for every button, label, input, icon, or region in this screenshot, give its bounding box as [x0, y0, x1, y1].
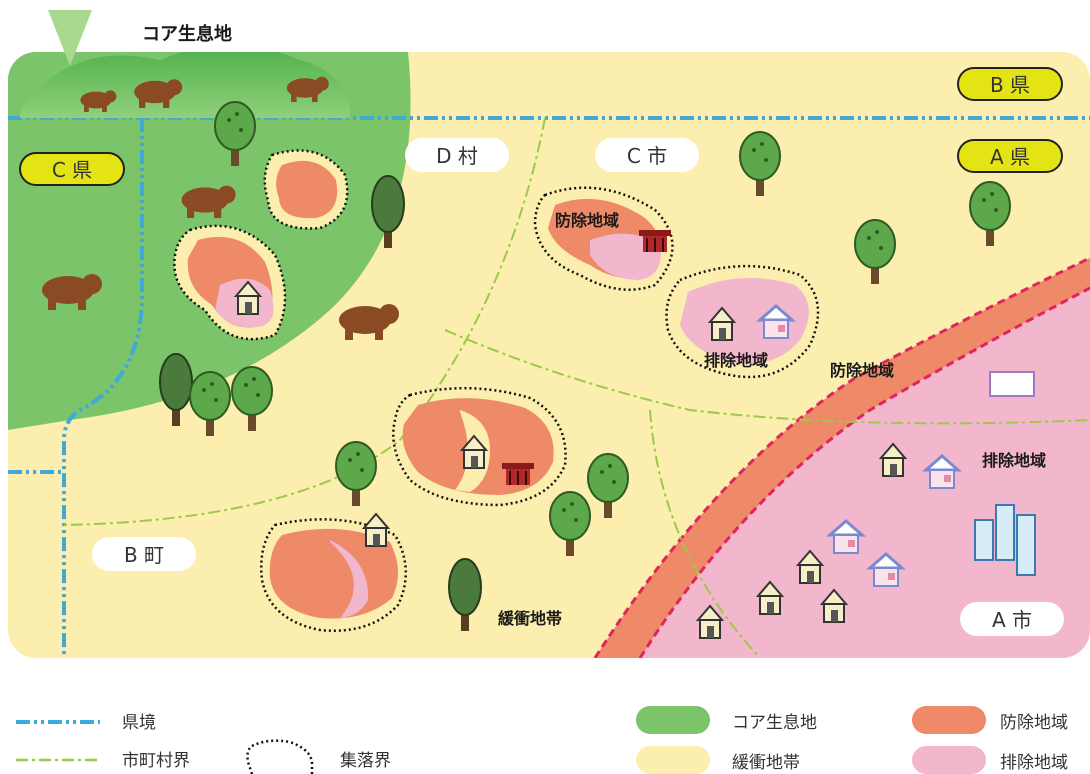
label-d-mura: D 村 [405, 138, 509, 172]
legend-muni-border-text: 市町村界 [122, 751, 190, 771]
svg-text:D 村: D 村 [436, 144, 478, 168]
legend-control-swatch [912, 706, 986, 734]
peak-marker-icon [48, 10, 92, 66]
legend-exclusion-swatch [912, 746, 986, 774]
legend: 県境 市町村界 集落界 コア生息地 緩衝地帯 防除地域 排除地域 [16, 706, 1068, 774]
village-cluster-5 [392, 386, 567, 507]
legend-control-text: 防除地域 [1000, 713, 1068, 733]
label-bojo-band: 防除地域 [830, 361, 894, 380]
label-a-shi: A 市 [960, 602, 1064, 636]
village-cluster-6 [260, 518, 408, 632]
label-kanshou: 緩衝地帯 [498, 609, 562, 628]
control-band-edge-lower [638, 286, 1090, 658]
svg-text:B 県: B 県 [990, 73, 1030, 97]
legend-buffer-swatch [636, 746, 710, 774]
legend-buffer-text: 緩衝地帯 [732, 753, 800, 773]
village-cluster-3 [533, 186, 674, 291]
svg-text:B 町: B 町 [124, 543, 164, 567]
exclusion-area [600, 260, 1090, 658]
control-band [595, 258, 1090, 658]
label-core-title: コア生息地 [142, 23, 232, 45]
village-cluster-4 [665, 264, 820, 379]
label-c-shi: C 市 [595, 138, 699, 172]
label-haijo-a-shi: 排除地域 [982, 451, 1046, 470]
label-a-ken: A 県 [957, 139, 1063, 173]
label-bojo-c-shi: 防除地域 [555, 211, 619, 230]
pref-border-c [62, 118, 144, 658]
svg-text:A 県: A 県 [990, 145, 1030, 169]
svg-text:C 県: C 県 [52, 158, 92, 182]
control-band-edge-upper [593, 256, 1090, 658]
muni-borders [63, 117, 1090, 658]
village-cluster-1 [263, 149, 349, 230]
svg-text:A 市: A 市 [992, 608, 1032, 632]
legend-village-border-text: 集落界 [340, 751, 391, 771]
map-area: B 県 A 県 C 県 D 村 C 市 B 町 A 市 防除地域 排除地域 防 [8, 52, 1090, 658]
legend-core-text: コア生息地 [732, 713, 817, 733]
svg-text:C 市: C 市 [627, 144, 667, 168]
label-haijo-c-shi: 排除地域 [704, 351, 768, 370]
legend-village-border-icon [246, 739, 314, 774]
legend-pref-border-text: 県境 [122, 713, 156, 733]
legend-exclusion-text: 排除地域 [1000, 753, 1068, 773]
village-cluster-2 [173, 224, 287, 341]
a-city-buildings [363, 371, 1036, 639]
label-b-machi: B 町 [92, 537, 196, 571]
legend-core-swatch [636, 706, 710, 734]
label-c-ken: C 県 [19, 152, 125, 186]
label-b-ken: B 県 [957, 67, 1063, 101]
